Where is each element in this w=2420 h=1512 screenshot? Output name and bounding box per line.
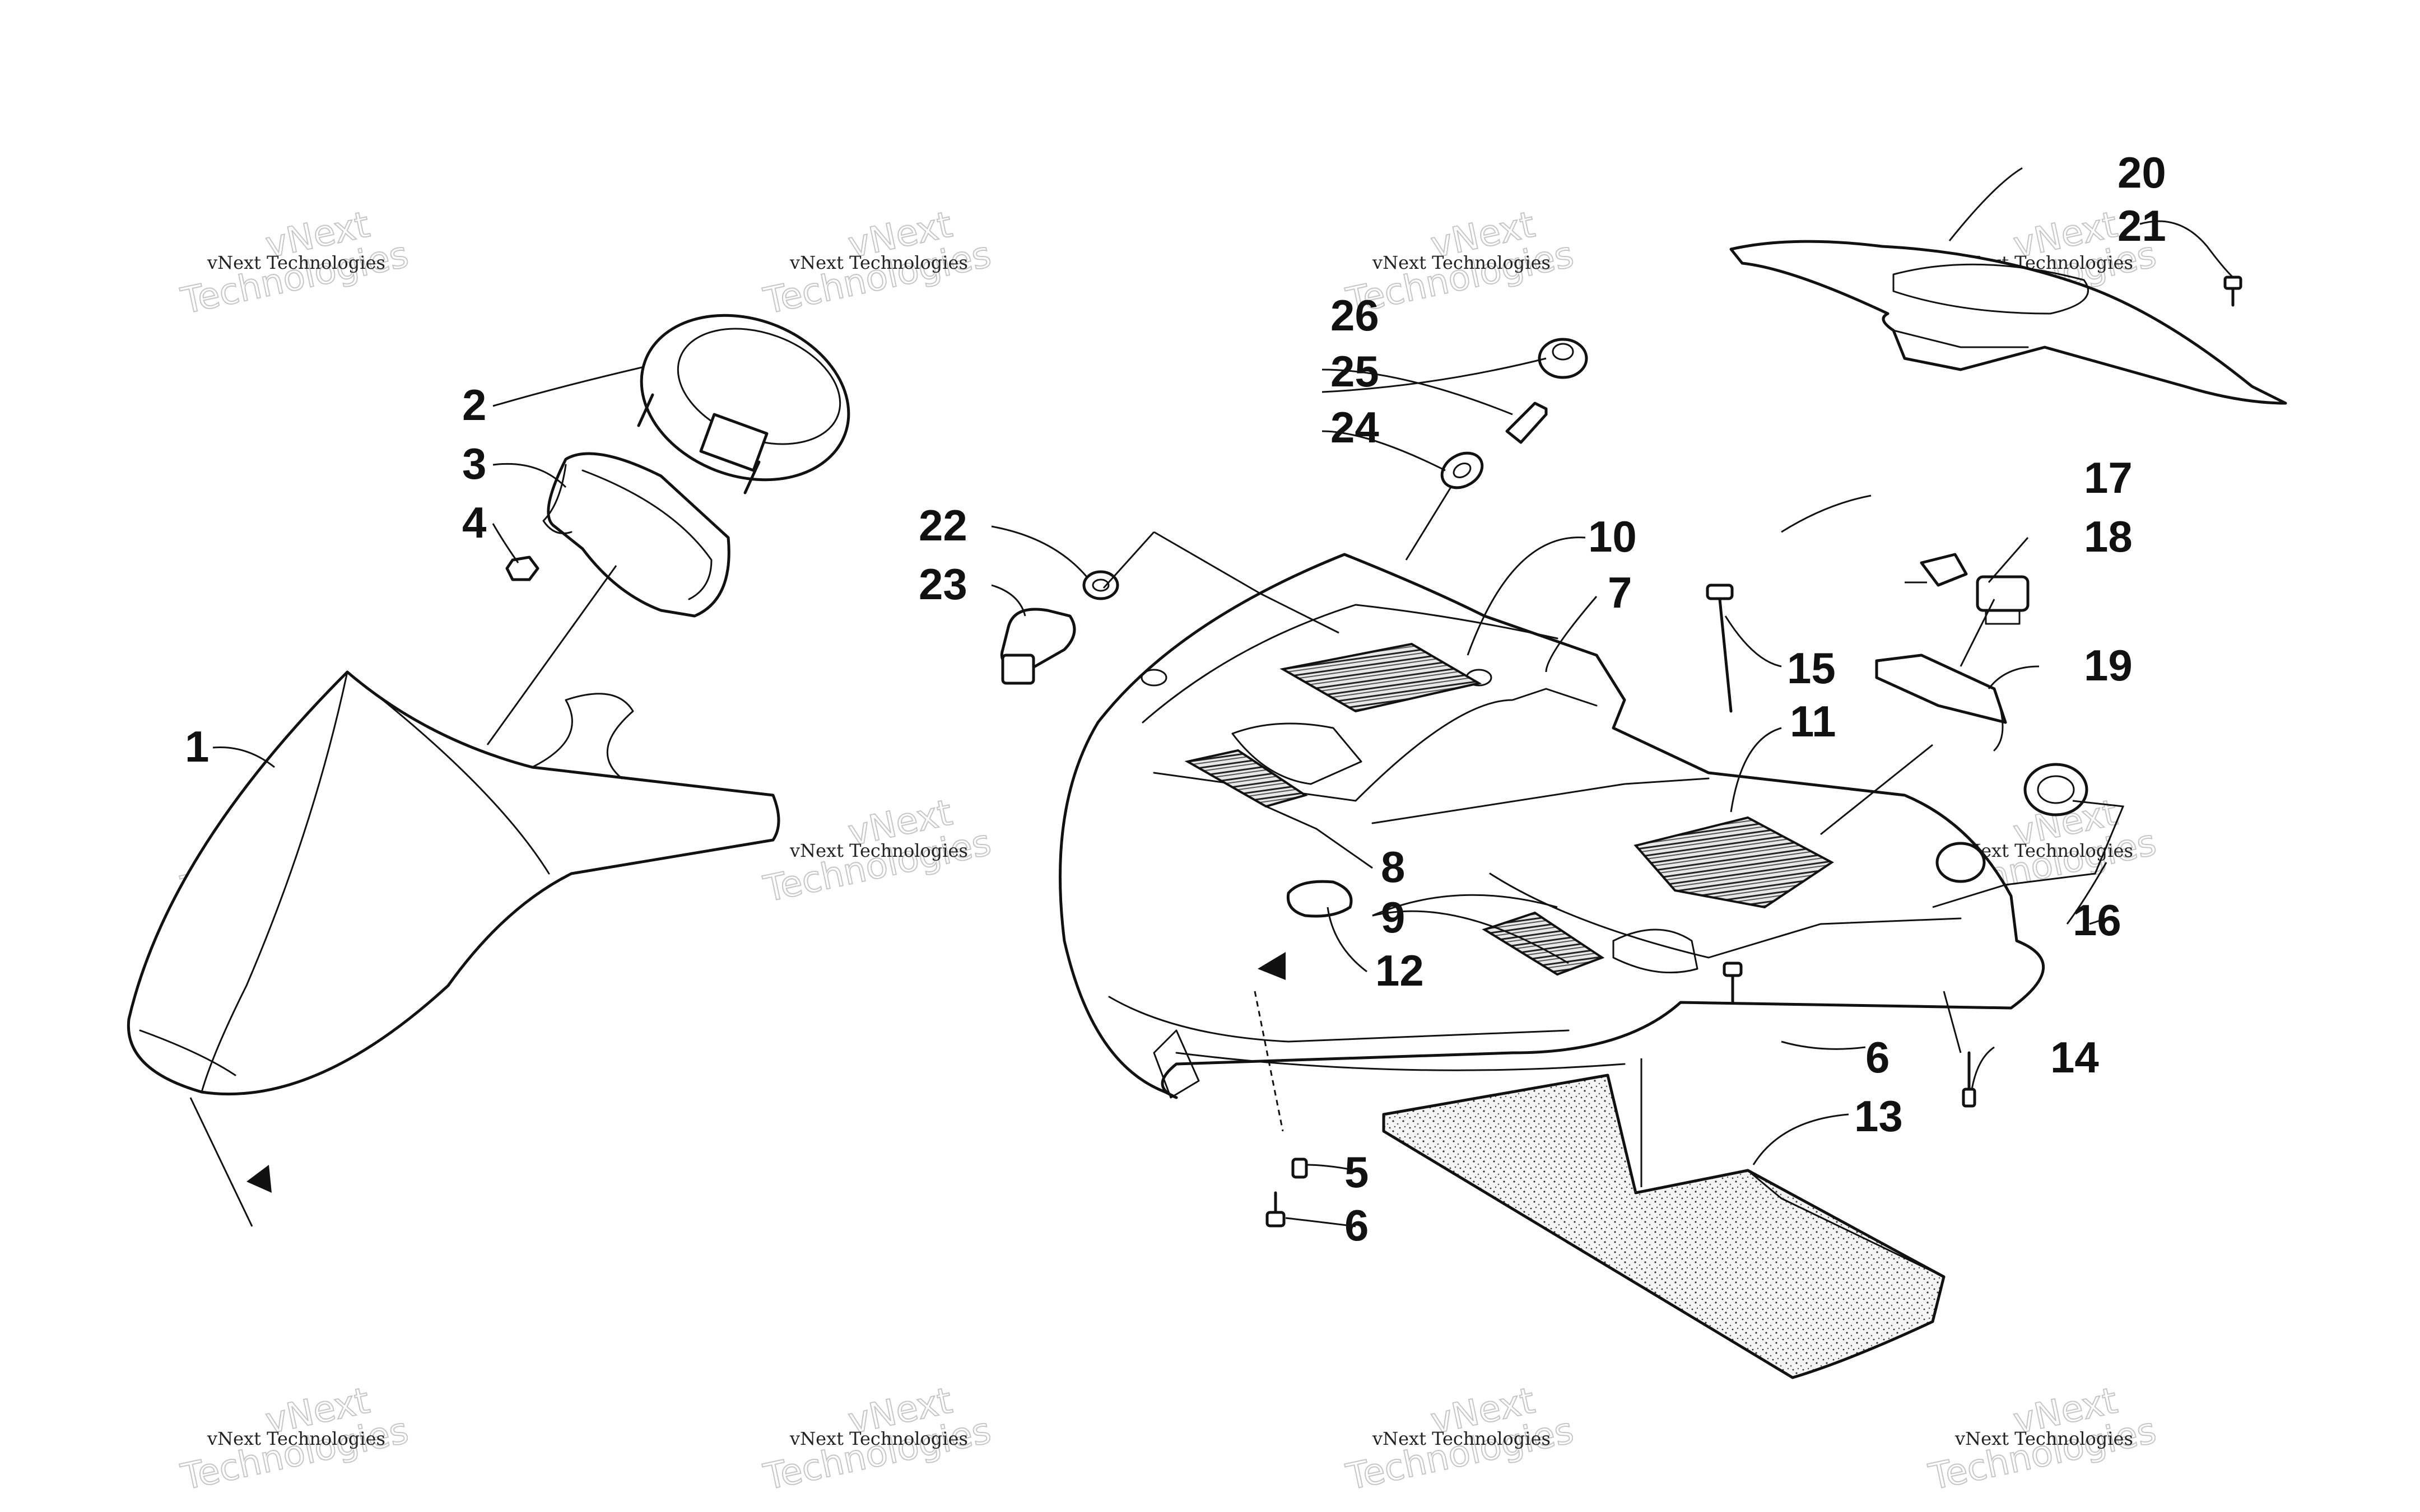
watermark-tile: vNext Technologies vNext Technologies [177, 203, 413, 323]
callout-10: 10 [1588, 512, 1637, 561]
callout-15: 15 [1787, 643, 1836, 693]
callout-11: 11 [1790, 697, 1836, 746]
part-21-screw[interactable] [2223, 276, 2242, 307]
callout-22: 22 [919, 501, 967, 550]
callout-21: 21 [2118, 201, 2166, 250]
watermark-tile: vNext Technologies vNext Technologies [1925, 1379, 2161, 1499]
callout-26: 26 [1330, 291, 1379, 340]
svg-text:vNext Technologies: vNext Technologies [1372, 252, 1551, 273]
svg-text:vNext Technologies: vNext Technologies [789, 1428, 968, 1449]
part-8-decal[interactable] [1184, 749, 1308, 808]
part-1-windshield[interactable] [127, 670, 780, 1096]
callout-25: 25 [1330, 347, 1379, 396]
callout-12: 12 [1375, 946, 1424, 995]
part-25-key[interactable] [1505, 402, 1548, 444]
callout-7: 7 [1608, 568, 1632, 617]
part-12-decal[interactable] [1286, 880, 1353, 918]
callout-5: 5 [1344, 1147, 1369, 1197]
callout-8: 8 [1381, 842, 1405, 892]
part-14-screw[interactable] [1962, 1051, 1976, 1108]
part-22-washer[interactable] [1082, 570, 1119, 600]
part-4-nut[interactable] [505, 556, 539, 581]
callout-4: 4 [462, 498, 486, 547]
part-6-screw-lower[interactable] [1265, 1191, 1286, 1228]
part-2-gauge[interactable] [618, 287, 872, 507]
arrow-marker-left [189, 1097, 272, 1227]
watermark-tile: vNext Technologies vNext Technologies [760, 791, 995, 911]
part-7-console[interactable] [1059, 553, 2045, 1099]
callout-2: 2 [462, 380, 486, 430]
part-16-socket[interactable] [1935, 763, 2088, 883]
callout-1: 1 [185, 722, 209, 771]
svg-text:vNext Technologies: vNext Technologies [1372, 1428, 1551, 1449]
callout-9: 9 [1381, 893, 1405, 942]
callout-23: 23 [919, 559, 967, 609]
callout-17: 17 [2084, 453, 2133, 502]
callout-16: 16 [2073, 895, 2121, 945]
part-15-bolt[interactable] [1706, 584, 1734, 713]
callout-labels: 1 2 3 4 5 6 6 7 8 9 10 11 12 13 14 15 16… [185, 148, 2166, 1250]
part-10-decal[interactable] [1279, 642, 1482, 713]
callout-20: 20 [2118, 148, 2166, 197]
callout-24: 24 [1330, 403, 1379, 452]
watermark-tile: vNext Technologies vNext Technologies [1342, 1379, 1578, 1499]
svg-text:vNext Technologies: vNext Technologies [789, 252, 968, 273]
part-19-bracket[interactable] [1875, 654, 2007, 752]
part-5-clip[interactable] [1291, 1158, 1308, 1179]
part-11-decal[interactable] [1634, 816, 1834, 909]
callout-14: 14 [2050, 1033, 2099, 1082]
svg-text:vNext Technologies: vNext Technologies [789, 840, 968, 861]
svg-text:vNext Technologies: vNext Technologies [207, 252, 385, 273]
part-24-ring[interactable] [1436, 446, 1488, 494]
callout-3: 3 [462, 439, 486, 488]
part-13-foam-pad[interactable] [1382, 1074, 1946, 1379]
watermark-tile: vNext Technologies vNext Technologies [760, 203, 995, 323]
callout-6-lower: 6 [1344, 1201, 1369, 1250]
arrow-marker-console [1254, 952, 1286, 1132]
part-23-switch[interactable] [1000, 608, 1076, 685]
part-18-switch[interactable] [1976, 575, 2030, 625]
part-9-decal[interactable] [1482, 911, 1605, 976]
part-26-cap[interactable] [1538, 338, 1588, 379]
part-17-cover[interactable] [1920, 553, 1968, 587]
callout-13: 13 [1854, 1091, 1903, 1141]
watermark-tile: vNext Technologies vNext Technologies [177, 1379, 413, 1499]
callout-6-right: 6 [1865, 1033, 1890, 1082]
svg-text:vNext Technologies: vNext Technologies [1954, 1428, 2133, 1449]
callout-19: 19 [2084, 641, 2133, 690]
watermark-tile: vNext Technologies vNext Technologies [760, 1379, 995, 1499]
part-3-gauge-mount[interactable] [542, 452, 730, 618]
callout-18: 18 [2084, 512, 2133, 561]
part-6-screw[interactable] [1723, 962, 1743, 1004]
svg-text:vNext Technologies: vNext Technologies [207, 1428, 385, 1449]
leader-lines [212, 167, 2234, 1228]
part-20-cover[interactable] [1729, 240, 2287, 405]
